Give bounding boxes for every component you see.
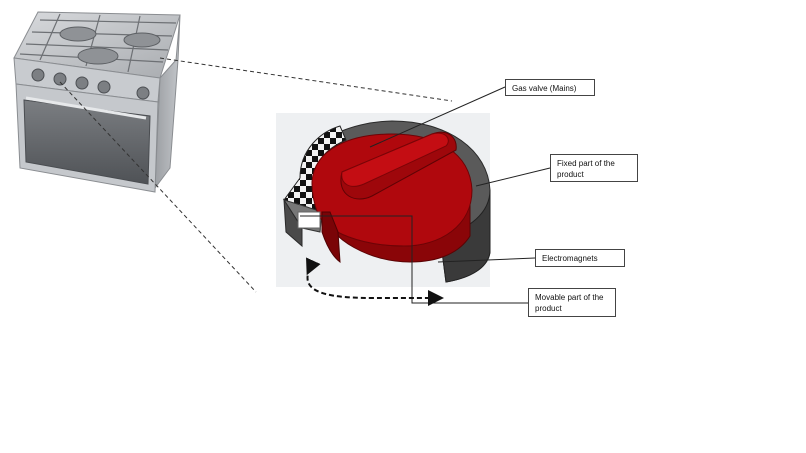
burner-back-right — [123, 32, 161, 48]
leader-electromagnets — [437, 257, 536, 263]
rotation-arrow-icon — [306, 257, 444, 306]
label-fixed-part: Fixed part of the product — [550, 154, 638, 182]
knob-grip-ridge-top — [341, 132, 449, 187]
label-movable-part: Movable part of the product — [528, 288, 616, 317]
cutaway-block-side — [283, 198, 303, 248]
burner-back-left — [59, 26, 97, 42]
leader-fixed-part — [475, 167, 551, 187]
burner-front — [77, 47, 119, 65]
projection-lines — [59, 57, 453, 293]
cut-indicator — [297, 211, 321, 229]
stove-illustration — [13, 11, 181, 193]
label-electromagnets: Electromagnets — [535, 249, 625, 267]
leader-gas-valve — [369, 86, 506, 148]
knob-cut-face — [321, 211, 341, 264]
label-gas-valve: Gas valve (Mains) — [505, 79, 595, 96]
stove-knobs — [31, 68, 150, 100]
oven-handle — [25, 96, 147, 120]
